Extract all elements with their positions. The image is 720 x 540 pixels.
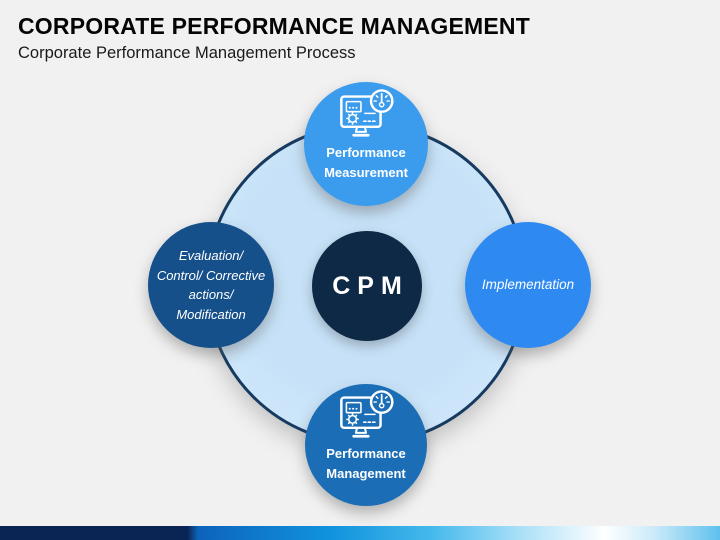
dashboard-gauge-icon — [338, 389, 394, 442]
node-implementation: Implementation — [465, 222, 591, 348]
dashboard-gauge-icon — [338, 88, 394, 141]
page-title: CORPORATE PERFORMANCE MANAGEMENT — [18, 13, 530, 39]
node-evaluation-control: Evaluation/ Control/ Corrective actions/… — [148, 222, 274, 348]
node-label: Implementation — [481, 276, 575, 292]
cpm-label: CPM — [332, 271, 409, 300]
node-label: Performance Management — [326, 446, 406, 481]
node-performance-management: Performance Management — [305, 384, 427, 506]
node-label: Performance Measurement — [324, 145, 408, 180]
page-subtitle: Corporate Performance Management Process — [18, 44, 356, 63]
node-performance-measurement: Performance Measurement — [304, 82, 428, 206]
footer-accent-bar — [0, 526, 720, 540]
cpm-center-circle: CPM — [312, 231, 422, 341]
slide-header: CORPORATE PERFORMANCE MANAGEMENT Corpora… — [18, 13, 530, 64]
node-label: Evaluation/ Control/ Corrective actions/… — [156, 248, 266, 322]
